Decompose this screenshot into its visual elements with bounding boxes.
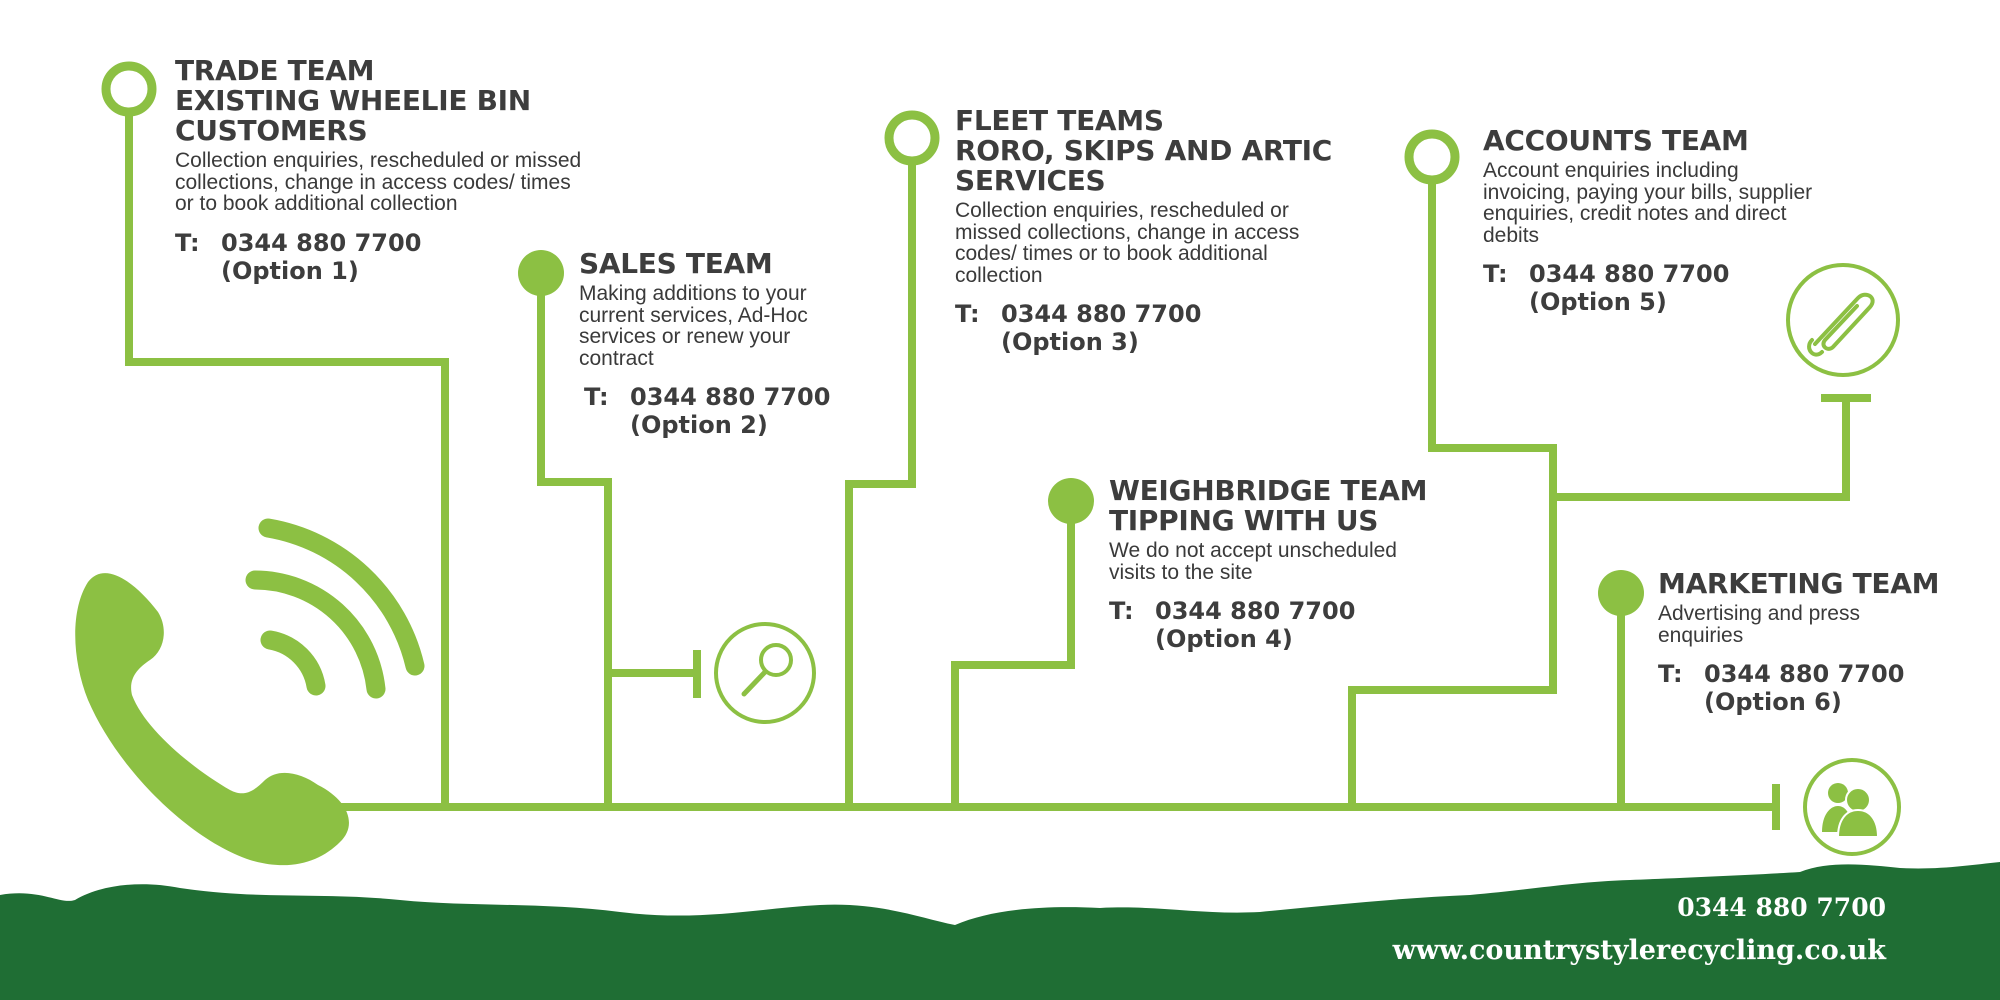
accounts-team-option: (Option 5) <box>1529 288 1667 316</box>
fleet-team-option: (Option 3) <box>1001 328 1139 356</box>
fleet-team-description: Collection enquiries, rescheduled or mis… <box>955 199 1300 287</box>
weighbridge-team-option: (Option 4) <box>1155 625 1293 653</box>
trade-team-connector <box>125 108 449 807</box>
trade-team-option: (Option 1) <box>221 256 359 285</box>
weighbridge-team-description: We do not accept unscheduled visits to t… <box>1109 539 1397 584</box>
weighbridge-team-node <box>1048 478 1094 524</box>
accounts-team-title: ACCOUNTS TEAM <box>1483 124 1749 157</box>
trade-team-phone: T: 0344 880 7700 (Option 1) <box>175 229 581 285</box>
footer-website[interactable]: www.countrystylerecycling.co.uk <box>1392 935 1886 966</box>
fleet-team-connector <box>845 162 916 807</box>
fleet-team-block: FLEET TEAMS RORO, SKIPS AND ARTIC SERVIC… <box>955 104 1333 357</box>
accounts-team-description: Account enquiries including invoicing, p… <box>1483 159 1813 247</box>
signal-waves-icon <box>245 518 425 699</box>
fleet-team-node <box>884 110 940 166</box>
fleet-team-title: FLEET TEAMS RORO, SKIPS AND ARTIC SERVIC… <box>955 104 1333 197</box>
weighbridge-team-connector <box>951 520 1075 807</box>
people-icon <box>1803 758 1901 856</box>
sales-team-phone-number: 0344 880 7700 <box>630 383 831 411</box>
trade-team-title: TRADE TEAM EXISTING WHEELIE BIN CUSTOMER… <box>175 54 531 147</box>
sales-team-node <box>518 250 564 296</box>
marketing-team-block: MARKETING TEAM Advertising and press enq… <box>1658 567 1940 717</box>
paperclip-icon <box>1786 263 1900 377</box>
trade-team-node <box>101 61 157 117</box>
sales-team-title: SALES TEAM <box>579 247 773 280</box>
trade-team-phone-number: 0344 880 7700 <box>221 228 422 257</box>
sales-team-block: SALES TEAM Making additions to your curr… <box>579 247 831 440</box>
sales-team-phone: T: 0344 880 7700 (Option 2) <box>584 383 831 439</box>
accounts-team-phone-number: 0344 880 7700 <box>1529 260 1730 288</box>
weighbridge-team-title: WEIGHBRIDGE TEAM TIPPING WITH US <box>1109 474 1428 537</box>
trade-team-description: Collection enquiries, rescheduled or mis… <box>175 149 582 215</box>
marketing-team-phone: T: 0344 880 7700 (Option 6) <box>1658 660 1939 716</box>
accounts-team-connector <box>1348 172 1557 807</box>
sales-team-option: (Option 2) <box>630 411 768 439</box>
weighbridge-team-phone: T: 0344 880 7700 (Option 4) <box>1109 597 1427 653</box>
sales-team-description: Making additions to your current service… <box>579 282 808 370</box>
accounts-team-node <box>1404 129 1460 185</box>
marketing-team-phone-number: 0344 880 7700 <box>1704 660 1905 688</box>
weighbridge-team-phone-number: 0344 880 7700 <box>1155 597 1356 625</box>
magnifier-icon <box>714 622 816 724</box>
marketing-team-title: MARKETING TEAM <box>1658 567 1940 600</box>
accounts-team-phone: T: 0344 880 7700 (Option 5) <box>1483 260 1812 316</box>
footer-phone: 0344 880 7700 <box>1677 893 1886 922</box>
fleet-team-phone-number: 0344 880 7700 <box>1001 300 1202 328</box>
trade-team-block: TRADE TEAM EXISTING WHEELIE BIN CUSTOMER… <box>175 56 581 285</box>
accounts-paperclip-connector <box>1553 398 1850 501</box>
footer-hills <box>0 862 2000 1000</box>
fleet-team-phone: T: 0344 880 7700 (Option 3) <box>955 300 1332 356</box>
marketing-team-option: (Option 6) <box>1704 688 1842 716</box>
accounts-team-block: ACCOUNTS TEAM Account enquiries includin… <box>1483 124 1813 317</box>
phone-handset-icon <box>75 573 349 866</box>
marketing-team-description: Advertising and press enquiries <box>1658 602 1860 647</box>
weighbridge-team-block: WEIGHBRIDGE TEAM TIPPING WITH US We do n… <box>1109 474 1428 654</box>
marketing-team-node <box>1598 570 1644 616</box>
sales-team-connector <box>537 285 612 807</box>
